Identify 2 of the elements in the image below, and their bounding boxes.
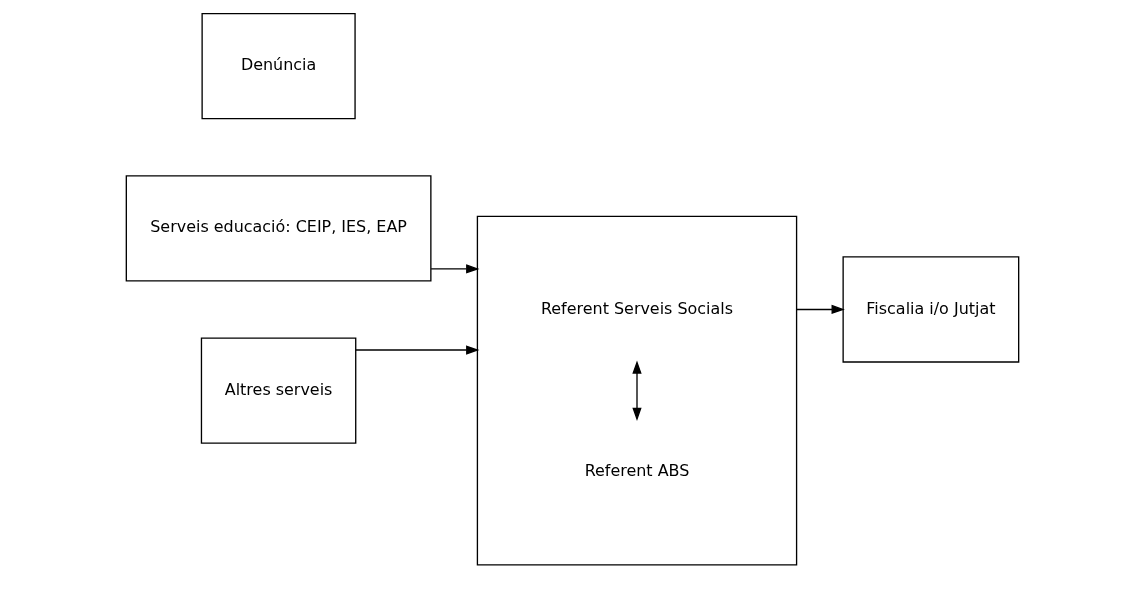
node-text: Referent Serveis Socials [540,298,733,318]
node-text: Referent ABS [584,460,689,480]
